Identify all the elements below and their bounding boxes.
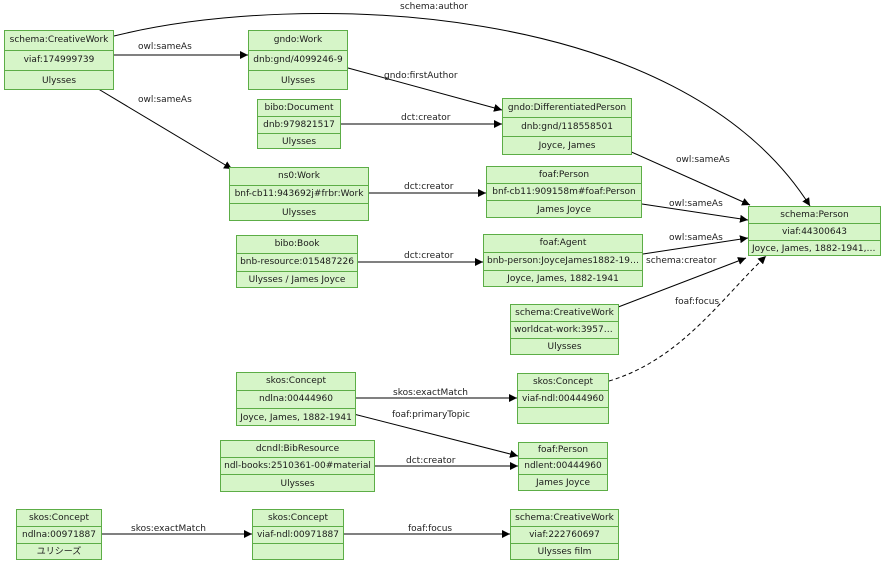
node-name-label	[253, 543, 343, 561]
edge-label: dct:creator	[406, 456, 456, 466]
node-name-label: Ulysses	[249, 70, 347, 91]
edge-label: skos:exactMatch	[393, 388, 468, 398]
node-id-label: bnf-cb11:909158m#foaf:Person	[487, 183, 641, 200]
node-name-label: Joyce, James	[503, 136, 631, 156]
node-type-label: foaf:Person	[537, 445, 589, 455]
edge-label: foaf:primaryTopic	[392, 410, 470, 420]
node-type-label: ns0:Work	[278, 171, 320, 181]
node-name-label: Ulysses	[258, 133, 340, 150]
node-id-label: viaf-ndl:00444960	[518, 390, 608, 407]
node-type-label: skos:Concept	[532, 377, 594, 387]
edge-label: schema:author	[400, 2, 468, 12]
node-name-label: James Joyce	[487, 200, 641, 219]
node-n16: skos:Concept viaf-ndl:00971887	[252, 509, 344, 560]
node-name-label: Ulysses film	[511, 543, 618, 561]
edge-n2-n4	[347, 67, 503, 112]
edge-label: dct:creator	[404, 182, 454, 192]
edge-n1-n7	[113, 13, 811, 207]
node-type-label: skos:Concept	[267, 513, 329, 523]
node-type-label: bibo:Book	[274, 239, 320, 249]
node-type-label: schema:CreativeWork	[9, 35, 109, 45]
node-id-label: viaf-ndl:00971887	[253, 526, 343, 543]
node-id-label: ndl-books:2510361-00#material	[221, 457, 374, 474]
edge-n9-n7	[642, 235, 749, 255]
edge-label: owl:sameAs	[138, 42, 192, 52]
edge-label: schema:creator	[646, 256, 717, 266]
node-name-label: James Joyce	[519, 474, 607, 492]
node-n12: skos:Concept viaf-ndl:00444960	[517, 373, 609, 424]
node-id-label: viaf:44300643	[749, 223, 880, 240]
node-id-label: ndlna:00971887	[17, 526, 101, 543]
node-name-label: ユリシーズ	[17, 543, 101, 561]
node-name-label	[518, 407, 608, 425]
edge-n10-n7	[599, 257, 747, 315]
node-id-label: ndlent:00444960	[519, 458, 607, 474]
edge-label: owl:sameAs	[138, 95, 192, 105]
node-name-label: Joyce, James, 1882-1941	[237, 408, 355, 427]
node-n9: foaf:Agent bnb-person:JoyceJames1882-1941…	[483, 234, 643, 287]
edge-label: owl:sameAs	[676, 155, 730, 165]
edge-label: foaf:focus	[408, 524, 452, 534]
node-n4: gndo:DifferentiatedPerson dnb:gnd/1185585…	[502, 98, 632, 155]
node-id-label: ndlna:00444960	[237, 390, 355, 408]
node-id-label: viaf:222760697	[511, 526, 618, 543]
node-type-label: gndo:Work	[273, 35, 323, 45]
node-type-label: foaf:Person	[538, 170, 590, 180]
edge-label: skos:exactMatch	[131, 524, 206, 534]
edge-n11-n14	[329, 407, 519, 458]
node-type-label: skos:Concept	[265, 376, 327, 386]
edge-n4-n7	[626, 149, 751, 206]
edge-label: gndo:firstAuthor	[384, 71, 458, 81]
node-name-label: Ulysses	[221, 474, 374, 493]
edge-label: dct:creator	[401, 113, 451, 123]
node-type-label: schema:CreativeWork	[515, 308, 614, 318]
node-n13: dcndl:BibResource ndl-books:2510361-00#ma…	[220, 440, 375, 492]
edge-n6-n7	[641, 203, 749, 223]
edge-label: owl:sameAs	[669, 233, 723, 243]
node-id-label: dnb:gnd/118558501	[503, 117, 631, 136]
node-type-label: schema:CreativeWork	[515, 513, 614, 523]
node-id-label: bnb-person:JoyceJames1882-1941	[484, 252, 642, 270]
edge-n1-n5	[89, 83, 233, 170]
node-type-label: dcndl:BibResource	[255, 444, 340, 454]
node-id-label: viaf:174999739	[5, 50, 113, 70]
node-id-label: dnb:979821517	[258, 116, 340, 133]
edge-label: owl:sameAs	[669, 199, 723, 209]
node-name-label: Ulysses	[5, 70, 113, 91]
node-type-label: gndo:DifferentiatedPerson	[507, 103, 627, 113]
node-name-label: Joyce, James, 1882-1941, ...	[749, 240, 880, 257]
node-name-label: Joyce, James, 1882-1941	[484, 270, 642, 288]
edge-label: foaf:focus	[675, 297, 719, 307]
node-type-label: bibo:Document	[264, 103, 334, 113]
edge-label: dct:creator	[404, 251, 454, 261]
node-id-label: bnf-cb11:943692j#frbr:Work	[230, 185, 368, 203]
node-type-label: skos:Concept	[28, 513, 90, 523]
node-id-label: bnb-resource:015487226	[237, 253, 357, 271]
node-id-label: dnb:gnd/4099246-9	[249, 50, 347, 70]
node-name-label: Ulysses	[230, 203, 368, 222]
node-type-label: schema:Person	[780, 210, 849, 220]
node-name-label: Ulysses / James Joyce	[237, 271, 357, 289]
node-name-label: Ulysses	[511, 338, 618, 356]
node-id-label: worldcat-work:395796	[511, 321, 618, 338]
node-type-label: foaf:Agent	[539, 238, 587, 248]
